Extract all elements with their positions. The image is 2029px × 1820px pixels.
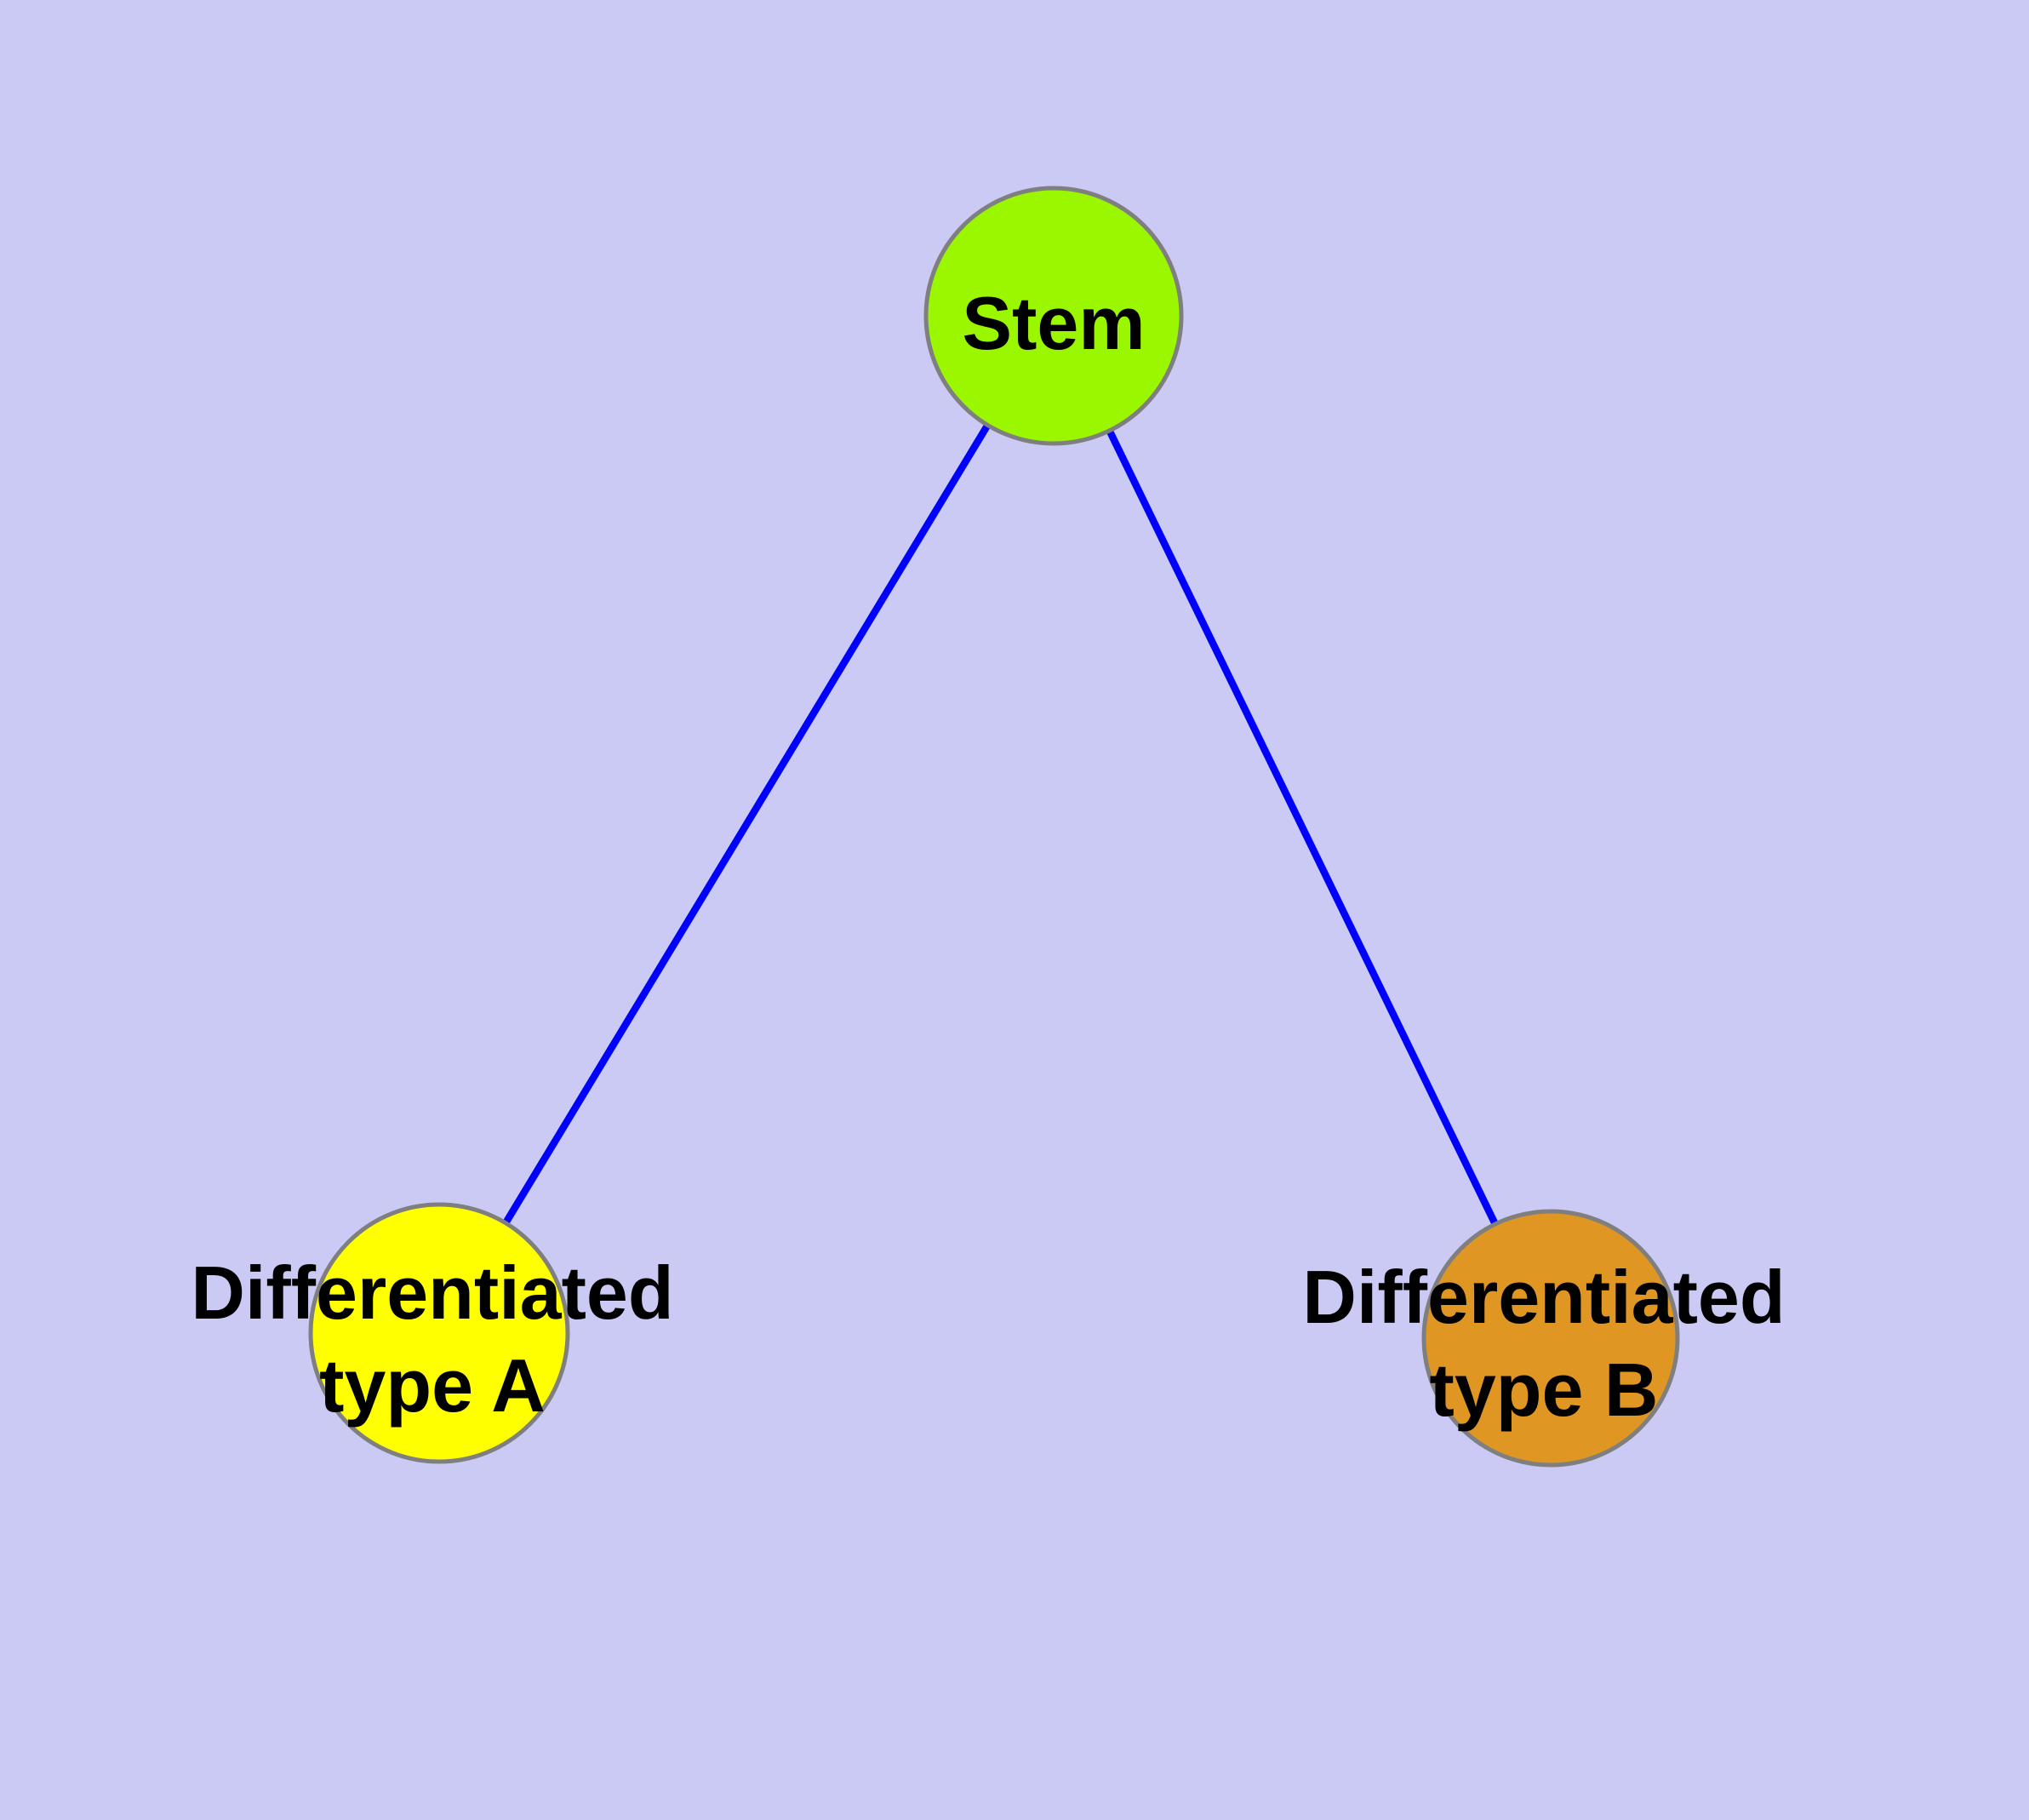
node-differentiated-type-b-label-line2: type B bbox=[1430, 1348, 1659, 1432]
edge-group bbox=[436, 313, 1554, 1340]
node-differentiated-type-b-label-line1: Differentiated bbox=[1302, 1255, 1785, 1339]
node-differentiated-type-a[interactable]: Differentiated type A bbox=[191, 1202, 674, 1464]
node-stem-label: Stem bbox=[962, 281, 1145, 365]
edge-stem-to-type-b[interactable] bbox=[1050, 314, 1554, 1340]
edge-stem-to-type-a[interactable] bbox=[436, 313, 1057, 1336]
node-stem-circle[interactable] bbox=[923, 186, 1184, 446]
node-stem[interactable]: Stem bbox=[923, 186, 1184, 446]
node-differentiated-type-a-circle[interactable] bbox=[308, 1202, 570, 1464]
node-differentiated-type-b-circle[interactable] bbox=[1421, 1209, 1680, 1468]
node-differentiated-type-b[interactable]: Differentiated type B bbox=[1302, 1209, 1786, 1468]
node-differentiated-type-a-label-line2: type A bbox=[319, 1343, 546, 1428]
node-differentiated-type-a-label-line1: Differentiated bbox=[191, 1251, 673, 1335]
